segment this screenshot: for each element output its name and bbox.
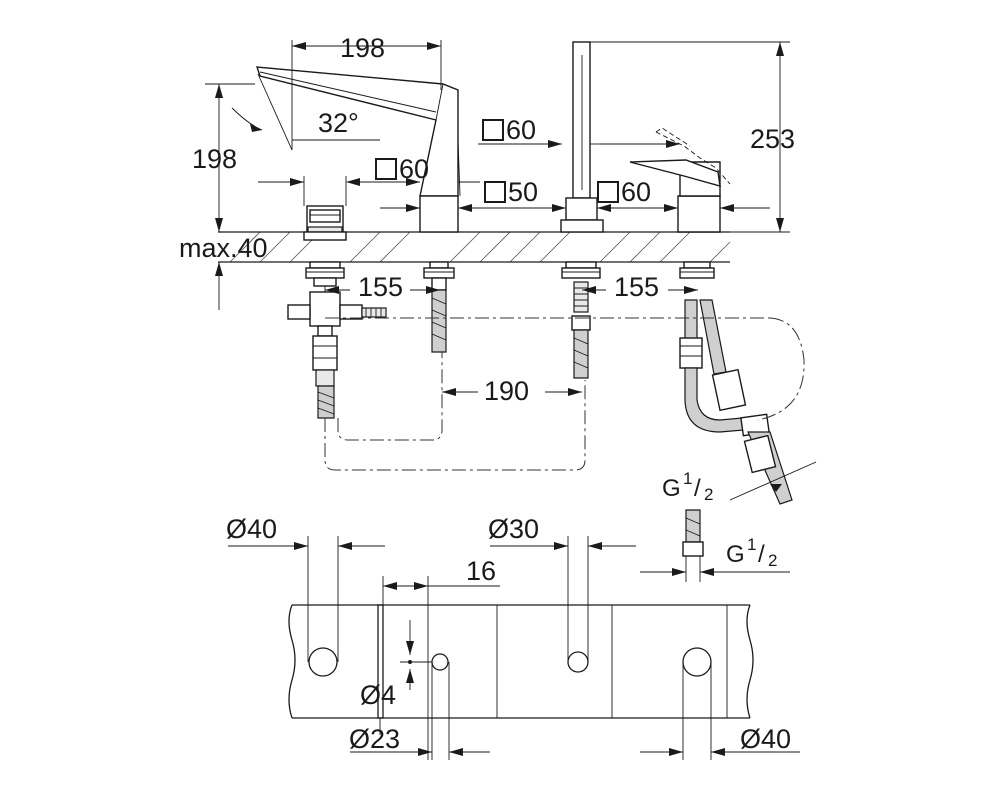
dim-spout-square: 60 <box>375 154 429 184</box>
dim-handshower-base: 50 <box>484 177 538 207</box>
svg-text:G: G <box>726 541 745 568</box>
left-valve <box>287 205 387 419</box>
lever-mixer <box>629 127 793 505</box>
hole-center <box>567 651 589 673</box>
dim-slot-width: 16 <box>466 556 496 586</box>
square-symbol-icon <box>482 119 504 141</box>
hole-small <box>431 653 449 671</box>
dim-hole-left: Ø40 <box>226 514 277 544</box>
dim-small-hole: Ø23 <box>349 724 400 754</box>
deck-hatching <box>229 231 731 263</box>
svg-text:/: / <box>758 541 765 568</box>
dim-lever-square: 60 <box>597 177 651 207</box>
dim-spacing-right: 155 <box>614 272 659 302</box>
svg-text:2: 2 <box>704 485 713 504</box>
hole-left <box>308 647 338 677</box>
svg-text:60: 60 <box>621 177 651 207</box>
cutout-plate <box>288 604 754 719</box>
dim-thread-lower: G 1 / 2 <box>726 535 777 570</box>
svg-text:/: / <box>694 475 701 502</box>
deck-plate <box>218 231 731 263</box>
cutout-holes <box>308 647 712 677</box>
cutout-dimension-lines <box>228 542 800 756</box>
hose-connector-lower <box>640 509 790 582</box>
dim-spacing-center: 190 <box>484 376 529 406</box>
dim-spout-projection: 198 <box>340 33 385 63</box>
svg-text:1: 1 <box>683 469 692 488</box>
svg-text:60: 60 <box>399 154 429 184</box>
square-symbol-icon <box>375 158 397 180</box>
dimension-labels: 198 198 32° 60 max.40 155 155 190 60 50 … <box>179 33 795 754</box>
svg-text:G: G <box>662 475 681 502</box>
dim-hole-right: Ø40 <box>740 724 791 754</box>
dim-spout-height: 198 <box>192 144 237 174</box>
dim-overall-height: 253 <box>750 124 795 154</box>
dim-deck-thickness: max.40 <box>179 233 268 263</box>
dim-handshower-square: 60 <box>482 115 536 145</box>
dim-hole-center: Ø30 <box>488 514 539 544</box>
svg-text:60: 60 <box>506 115 536 145</box>
dim-pin-hole: Ø4 <box>360 680 396 710</box>
svg-text:2: 2 <box>768 551 777 570</box>
handshower <box>560 41 604 379</box>
svg-text:1: 1 <box>747 535 756 554</box>
square-symbol-icon <box>484 181 506 203</box>
dim-spacing-left: 155 <box>358 272 403 302</box>
hole-right <box>682 647 712 677</box>
dim-spout-angle: 32° <box>318 108 359 138</box>
spout <box>255 66 459 353</box>
square-symbol-icon <box>597 181 619 203</box>
dim-thread-upper: G 1 / 2 <box>662 469 713 504</box>
hose-routing-lines <box>324 317 805 471</box>
svg-text:50: 50 <box>508 177 538 207</box>
dimension-lines-top <box>205 40 817 501</box>
cutout-centerlines <box>307 536 712 760</box>
